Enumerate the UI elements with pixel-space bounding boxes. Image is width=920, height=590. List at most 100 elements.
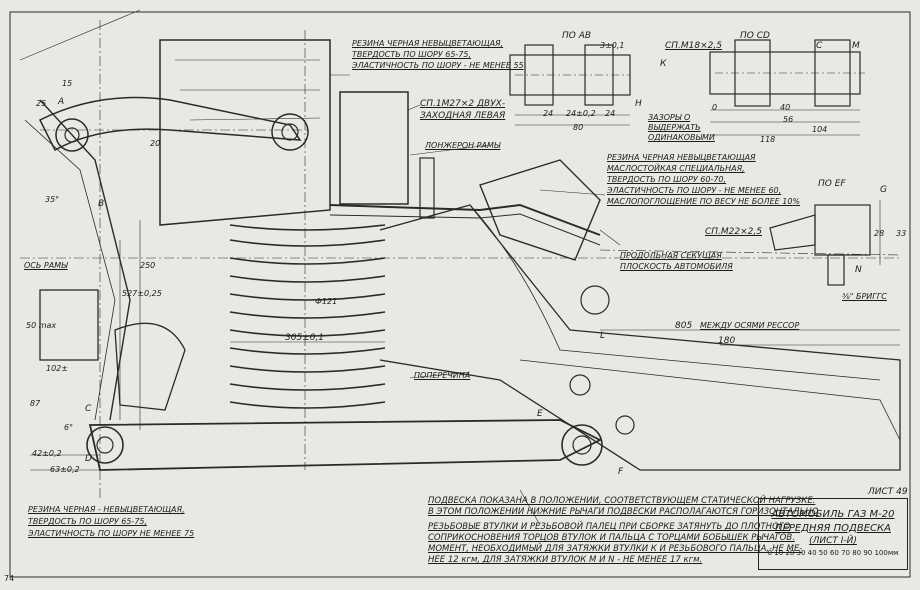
steering-arm — [114, 322, 186, 411]
upper-arm — [38, 96, 302, 152]
upper-inner-pivot — [271, 113, 309, 151]
dim-24-02: 24±0,2 — [566, 109, 596, 118]
note-1a: ПОДВЕСКА ПОКАЗАНА В ПОЛОЖЕНИИ, СООТВЕТСТ… — [428, 496, 816, 506]
thread-m18-label: СП.М18×2,5 — [665, 41, 722, 51]
letter-a: А — [58, 97, 65, 107]
gaps-line3: ОДИНАКОВЫМИ — [648, 133, 715, 142]
thread-m27b-label: ЗАХОДНАЯ ЛЕВАЯ — [420, 111, 506, 121]
dim-0: 0 — [712, 103, 718, 112]
gaps-line2: ВЫДЕРЖАТЬ — [648, 123, 701, 132]
rubber-top-line3: ЭЛАСТИЧНОСТЬ ПО ШОРУ - НЕ МЕНЕЕ 55 — [352, 61, 524, 70]
dim-24b: 24 — [605, 109, 616, 118]
dim-56: 56 — [783, 115, 794, 124]
detail-ef — [769, 200, 881, 286]
letter-c: С — [816, 41, 823, 51]
upper-pivot — [55, 118, 89, 152]
dim-35deg: 35° — [45, 195, 60, 204]
dim-20: 20 — [150, 139, 161, 148]
note-2a: РЕЗЬБОВЫЕ ВТУЛКИ И РЕЗЬБОВОЙ ПАЛЕЦ ПРИ С… — [428, 522, 791, 532]
section-line1: ПРОДОЛЬНАЯ СЕКУЩАЯ — [620, 251, 722, 260]
letter-h: Н — [635, 99, 642, 109]
title-part: (ЛИСТ I-Й) — [809, 536, 857, 546]
dim-805: 805 — [675, 321, 693, 331]
letter-d: D — [85, 454, 92, 464]
detail-cd — [709, 39, 865, 136]
note-2d: НЕЕ 12 кгм, ДЛЯ ЗАТЯЖКИ ВТУЛОК М И N - Н… — [428, 555, 703, 565]
dim-180: 180 — [718, 336, 736, 346]
dim-121: Ф121 — [315, 297, 338, 306]
dim-80: 80 — [573, 123, 584, 132]
rubber-bottom-line3: ЭЛАСТИЧНОСТЬ ПО ШОРУ НЕ МЕНЕЕ 75 — [28, 529, 195, 538]
note-2c: МОМЕНТ, НЕОБХОДИМЫЙ ДЛЯ ЗАТЯЖКИ ВТУЛКИ К… — [428, 544, 803, 554]
letter-c-lower: С — [85, 404, 92, 414]
rubber-bottom-line1: РЕЗИНА ЧЕРНАЯ - НЕВЫЦВЕТАЮЩАЯ, — [28, 505, 185, 514]
letter-b: В — [98, 199, 105, 209]
section-line2: ПЛОСКОСТЬ АВТОМОБИЛЯ — [620, 262, 733, 271]
grease-fitting-label: ⅜" БРИГГС — [842, 292, 887, 301]
spar-label: ЛОНЖЕРОН РАМЫ — [425, 141, 501, 150]
frame-rail — [329, 203, 601, 236]
scale-bar: 0 10 20 30 40 50 60 70 80 90 100мм — [767, 549, 899, 557]
letter-n: N — [855, 265, 862, 275]
sheet-frame — [9, 11, 911, 578]
dim-3: 3±0,1 — [600, 41, 625, 50]
thread-m22-label: СП.М22×2,5 — [705, 227, 762, 237]
letter-g: G — [880, 185, 887, 195]
dim-50: 50 max — [26, 321, 57, 330]
coil-spring — [229, 224, 386, 409]
rubber-mid-line3: ТВЕРДОСТЬ ПО ШОРУ 60-70, — [607, 175, 727, 184]
dim-118: 118 — [760, 135, 776, 144]
rubber-mid-line5: МАСЛОПОГЛОЩЕНИЕ ПО ВЕСУ НЕ БОЛЕЕ 10% — [607, 197, 801, 206]
dim-42: 42±0,2 — [32, 449, 62, 458]
rubber-mid-line2: МАСЛОСТОЙКАЯ СПЕЦИАЛЬНАЯ, — [607, 164, 745, 173]
letter-m: М — [852, 41, 860, 51]
dim-15: 15 — [62, 79, 73, 88]
rubber-buffer — [479, 159, 601, 261]
letter-e: E — [537, 409, 543, 419]
dim-305: 305±0,1 — [285, 333, 325, 343]
dim-25: 25 — [36, 99, 47, 108]
title-name: ПЕРЕДНЯЯ ПОДВЕСКА — [775, 523, 891, 534]
note-1b: В ЭТОМ ПОЛОЖЕНИИ НИЖНИЕ РЫЧАГИ ПОДВЕСКИ … — [428, 507, 819, 517]
frame-spar — [159, 39, 331, 226]
stub-axle — [39, 289, 99, 361]
rubber-top-line2: ТВЕРДОСТЬ ПО ШОРУ 65-75, — [352, 50, 472, 59]
dim-87: 87 — [30, 399, 41, 408]
rubber-top-line1: РЕЗИНА ЧЕРНАЯ НЕВЫЦВЕТАЮЩАЯ, — [352, 39, 504, 48]
detail-ab — [509, 44, 631, 126]
dim-6deg: 6° — [64, 423, 74, 432]
letter-f: F — [618, 467, 624, 477]
frame-axis-label: ОСЬ РАМЫ — [24, 261, 68, 270]
dim-104: 104 — [812, 125, 828, 134]
view-ab-label: ПО АВ — [562, 31, 592, 41]
shock-absorber — [339, 91, 409, 205]
dim-102: 102± — [46, 364, 68, 373]
note-2b: СОПРИКОСНОВЕНИЯ ТОРЦОВ ВТУЛОК И ПАЛЬЦА С… — [428, 533, 795, 543]
thread-m27-label: СП.1М27×2 ДВУХ- — [420, 99, 506, 109]
lower-outer-pivot — [86, 426, 124, 464]
title-car: АВТОМОБИЛЬ ГАЗ М-20 — [771, 509, 895, 520]
lower-arm — [88, 419, 603, 471]
dim-250: 250 — [140, 261, 156, 270]
rubber-mid-line4: ЭЛАСТИЧНОСТЬ ПО ШОРУ - НЕ МЕНЕЕ 60, — [607, 186, 782, 195]
dim-28: 28 — [874, 229, 885, 238]
spring-axes-label: МЕЖДУ ОСЯМИ РЕССОР — [700, 321, 800, 330]
crossmember-label: ПОПЕРЕЧИНА — [414, 371, 471, 380]
letter-l: L — [600, 331, 606, 341]
view-cd-label: ПО СD — [740, 31, 770, 41]
dim-24a: 24 — [543, 109, 554, 118]
rubber-mid-line1: РЕЗИНА ЧЕРНАЯ НЕВЫЦВЕТАЮЩАЯ — [607, 153, 756, 162]
dim-33: 33 — [896, 229, 907, 238]
dim-63: 63±0,2 — [50, 465, 80, 474]
dim-527: 527±0,25 — [122, 289, 162, 298]
page-number: 74 — [4, 574, 15, 583]
sheet-number: ЛИСТ 49 — [868, 487, 908, 497]
rubber-bottom-line2: ТВЕРДОСТЬ ПО ШОРУ 65-75, — [28, 517, 148, 526]
crossmember — [379, 204, 901, 471]
dim-40: 40 — [780, 103, 791, 112]
title-block: АВТОМОБИЛЬ ГАЗ М-20 ПЕРЕДНЯЯ ПОДВЕСКА (Л… — [758, 498, 908, 570]
gaps-line1: ЗАЗОРЫ О — [648, 113, 691, 122]
letter-k: К — [660, 59, 667, 69]
